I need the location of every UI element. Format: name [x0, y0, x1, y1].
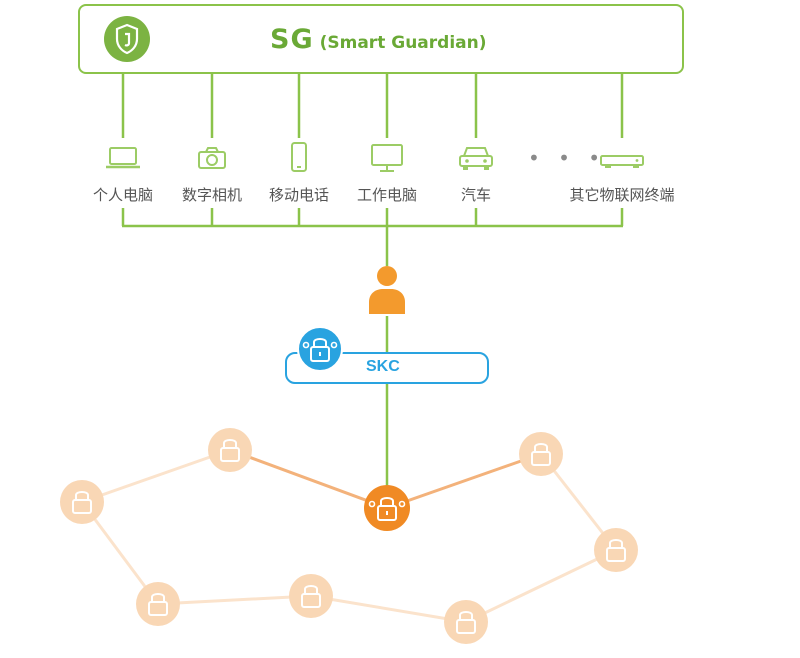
car-icon: [459, 147, 493, 170]
network-node: [519, 432, 563, 476]
network-node: [289, 574, 333, 618]
active-links: [229, 448, 542, 510]
active-network-node: [364, 485, 410, 531]
device-label-iot: 其它物联网终端: [569, 186, 675, 204]
device-label-mobile: 移动电话: [268, 186, 330, 204]
network-node: [60, 480, 104, 524]
sg-title: SG(Smart Guardian): [270, 20, 487, 60]
sg-box: [78, 4, 684, 74]
skc-label: SKC: [366, 358, 400, 375]
monitor-icon: [371, 144, 403, 172]
device-label-pc: 个人电脑: [92, 186, 154, 204]
network-node: [136, 582, 180, 626]
network-node: [208, 428, 252, 472]
device-label-car: 汽车: [460, 186, 492, 204]
device-label-camera: 数字相机: [181, 186, 243, 204]
camera-icon: [198, 147, 226, 169]
sg-abbr: SG: [270, 24, 314, 55]
shield-icon: [104, 16, 150, 62]
device-label-work-pc: 工作电脑: [356, 186, 418, 204]
iot-device-icon: [600, 155, 644, 168]
mobile-phone-icon: [291, 142, 307, 172]
sg-device-connectors: [121, 74, 624, 486]
laptop-icon: [106, 147, 140, 169]
ellipsis-dots: • • •: [528, 146, 607, 170]
user-icon: [369, 266, 405, 314]
network-node: [444, 600, 488, 644]
lock-node-icon: [297, 326, 343, 372]
network-node: [594, 528, 638, 572]
sg-full-name: (Smart Guardian): [319, 33, 487, 53]
